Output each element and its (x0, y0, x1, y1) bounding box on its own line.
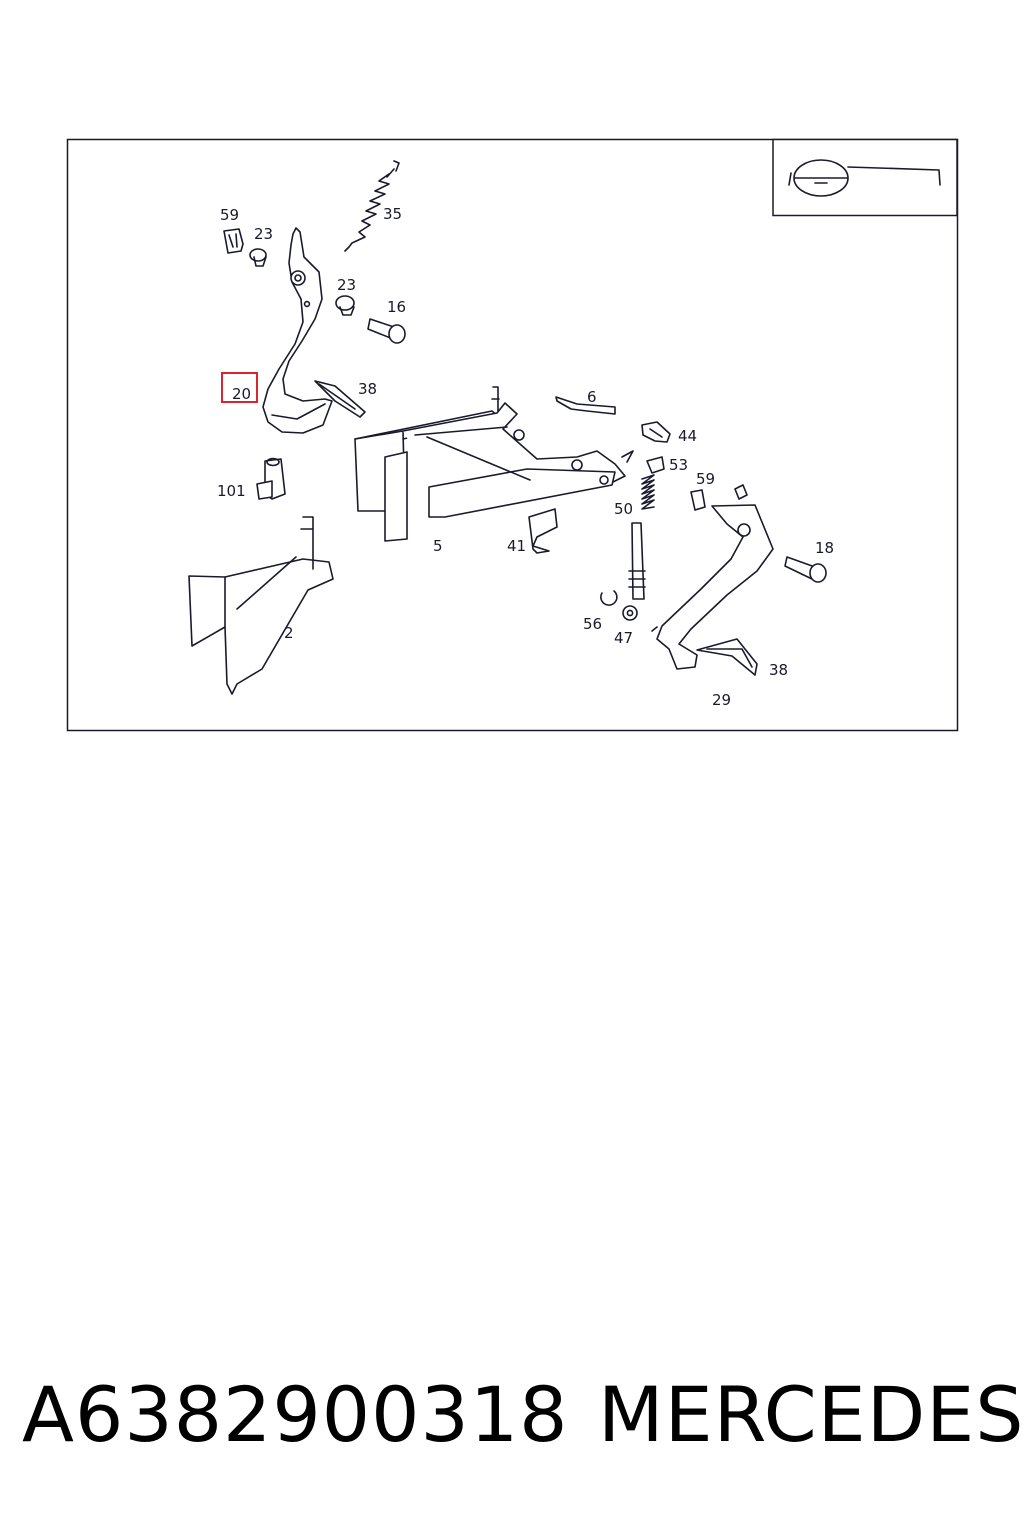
pin-18 (784, 556, 827, 583)
callout-38-top: 38 (358, 380, 377, 398)
part-caption: A6382900318 MERCEDES (0, 1370, 1024, 1470)
callout-59-right: 59 (696, 470, 715, 488)
brand-name: MERCEDES (598, 1370, 1024, 1459)
diagram-border (66, 138, 959, 732)
bushing-23-left (249, 248, 267, 267)
part-number: A6382900318 (22, 1370, 569, 1459)
callout-20[interactable]: 20 (232, 385, 251, 403)
callout-29: 29 (712, 691, 731, 709)
clutch-pedal-20 (262, 227, 333, 434)
callout-47: 47 (614, 629, 633, 647)
clip-44 (641, 421, 671, 443)
brake-pedal-29 (651, 484, 774, 670)
callout-5: 5 (433, 537, 443, 555)
pin-16 (367, 318, 406, 344)
steering-wheel-icon (772, 138, 958, 217)
callout-2: 2 (284, 624, 294, 642)
callout-41: 41 (507, 537, 526, 555)
bracket-6 (555, 396, 616, 415)
callout-23-left: 23 (254, 225, 273, 243)
pedal-bracket-5 (354, 386, 634, 542)
circlip-56 (600, 590, 618, 606)
return-spring-35 (344, 160, 400, 252)
parts-diagram: 59 23 35 23 16 20 38 6 44 53 59 101 50 1… (66, 138, 959, 732)
pedal-pad-38-bottom (696, 638, 758, 676)
pedal-pad-38-top (314, 380, 366, 418)
callout-16: 16 (387, 298, 406, 316)
callout-56: 56 (583, 615, 602, 633)
exploded-view-drawing: 59 23 35 23 16 20 38 6 44 53 59 101 50 1… (66, 138, 959, 732)
spring-50 (641, 474, 655, 510)
bracket-41 (528, 508, 558, 554)
callout-6: 6 (587, 388, 597, 406)
callout-53: 53 (669, 456, 688, 474)
clip-59-right (690, 489, 706, 511)
support-bracket-2 (188, 516, 334, 695)
callout-44: 44 (678, 427, 697, 445)
callout-38-bottom: 38 (769, 661, 788, 679)
callout-50: 50 (614, 500, 633, 518)
callout-59-left: 59 (220, 206, 239, 224)
cap-53 (646, 456, 665, 474)
callout-18: 18 (815, 539, 834, 557)
highlight-box-20 (221, 372, 258, 403)
clip-59-left (223, 228, 244, 254)
callout-101: 101 (217, 482, 246, 500)
pushrod-47 (622, 522, 646, 621)
switch-101 (256, 457, 286, 500)
callout-35: 35 (383, 205, 402, 223)
bushing-23-right (335, 295, 355, 316)
callout-23-right: 23 (337, 276, 356, 294)
